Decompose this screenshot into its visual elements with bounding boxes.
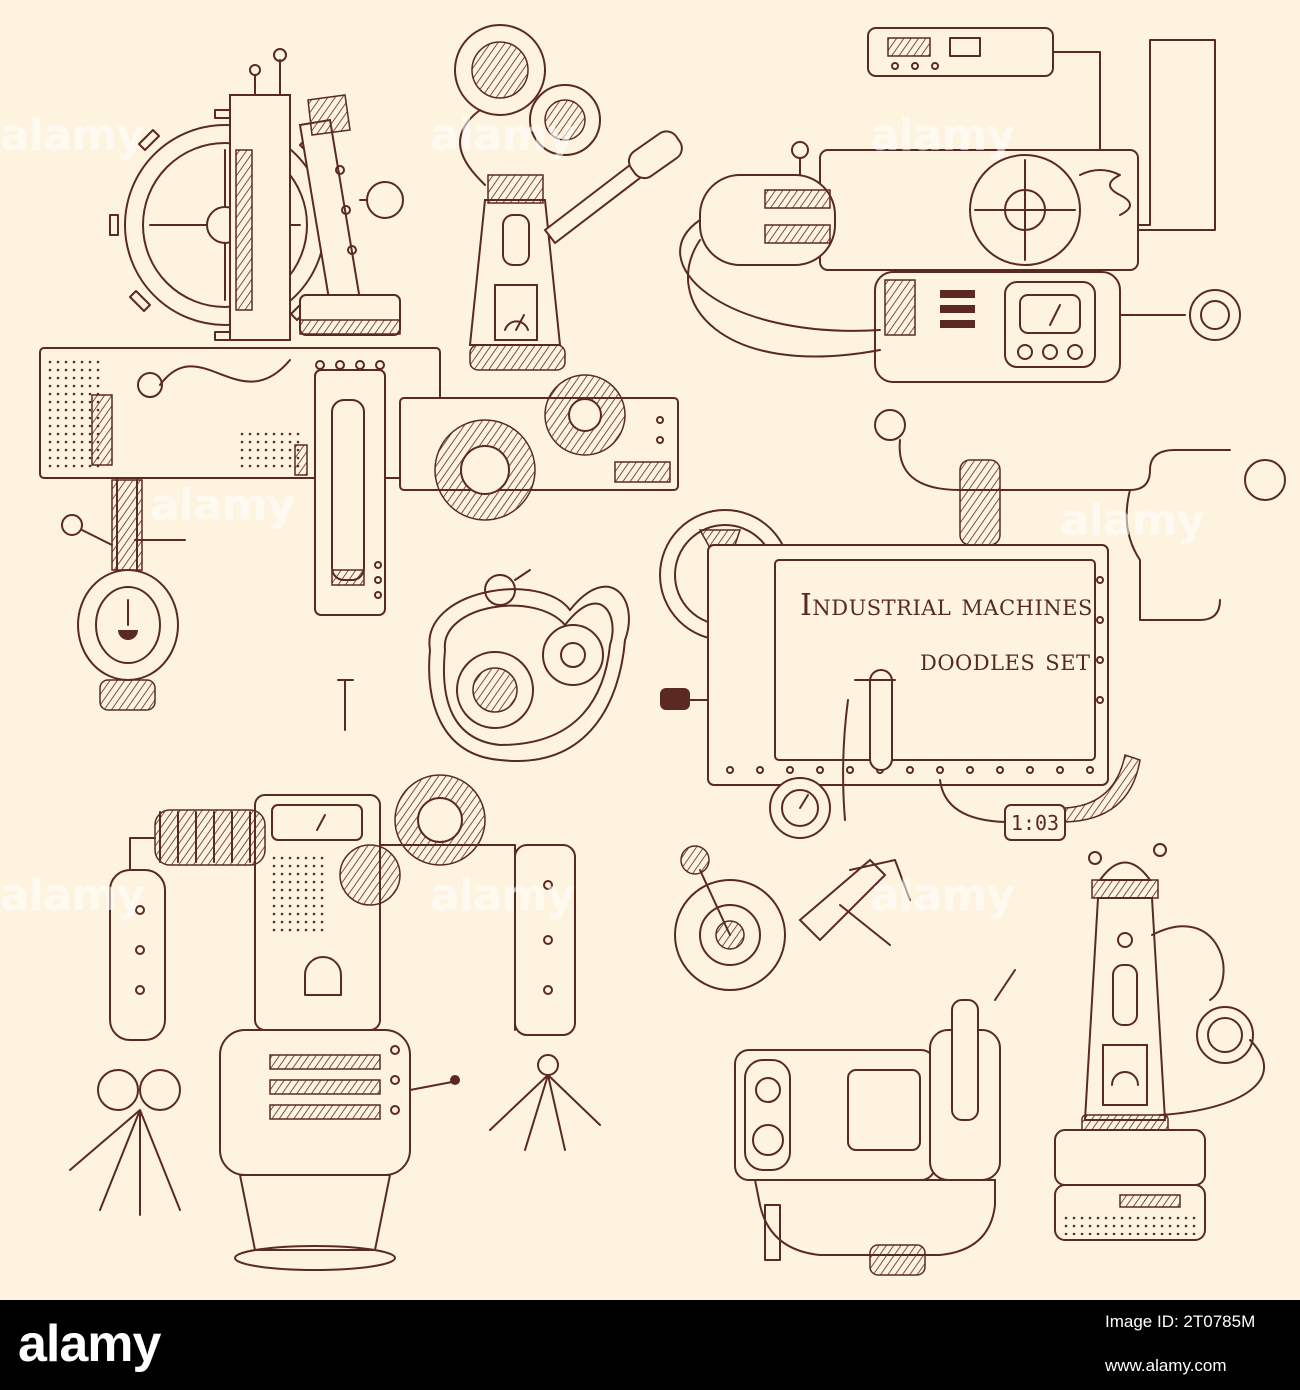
robot-gear-icon (339, 774, 486, 906)
title-line-1: Industrial machines (800, 588, 1093, 623)
machine-gearbox (428, 569, 630, 762)
footer-bar: alamy Image ID: 2T0785M www.alamy.com (0, 1300, 1300, 1390)
panel-gear-icon (434, 374, 626, 521)
machines-doodle-art: 1:03 (39, 24, 1286, 1276)
machine-gear-press (39, 48, 679, 711)
machine-robot (69, 679, 601, 1271)
title-line-2: doodles set (920, 643, 1091, 678)
timer-display: 1:03 (1011, 811, 1059, 835)
machine-tower (1054, 843, 1265, 1241)
alamy-logo: alamy (18, 1315, 161, 1373)
gearbox-gear-icon (456, 624, 604, 729)
pump-gear-icon (969, 154, 1081, 266)
machine-control-station (674, 845, 1016, 1276)
illustration-canvas: 1:03 (0, 24, 1286, 1276)
site-url: www.alamy.com (1105, 1356, 1227, 1375)
machine-lighthouse-gauge (454, 24, 683, 371)
machine-title-frame: 1:03 (659, 409, 1286, 841)
image-id: Image ID: 2T0785M (1105, 1312, 1256, 1331)
machine-pump-device (679, 27, 1241, 383)
